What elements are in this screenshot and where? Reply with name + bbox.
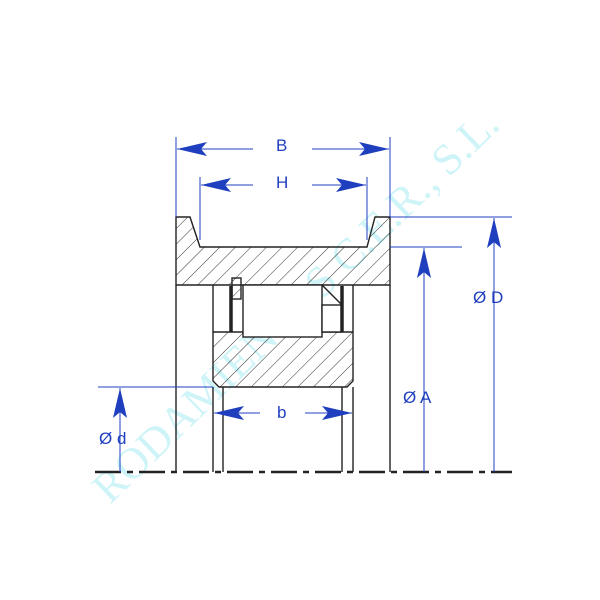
label-B: B — [276, 136, 287, 155]
retaining-clip — [231, 277, 242, 300]
spacer — [321, 304, 343, 333]
label-d: Ø d — [99, 429, 126, 448]
label-A: Ø A — [403, 388, 432, 407]
bearing-outline — [95, 216, 512, 474]
label-H: H — [276, 173, 288, 192]
inner-ring — [212, 331, 354, 388]
label-b: b — [277, 403, 286, 422]
label-D: Ø D — [473, 288, 503, 307]
dimension-lines — [98, 137, 512, 472]
roller — [242, 284, 323, 338]
